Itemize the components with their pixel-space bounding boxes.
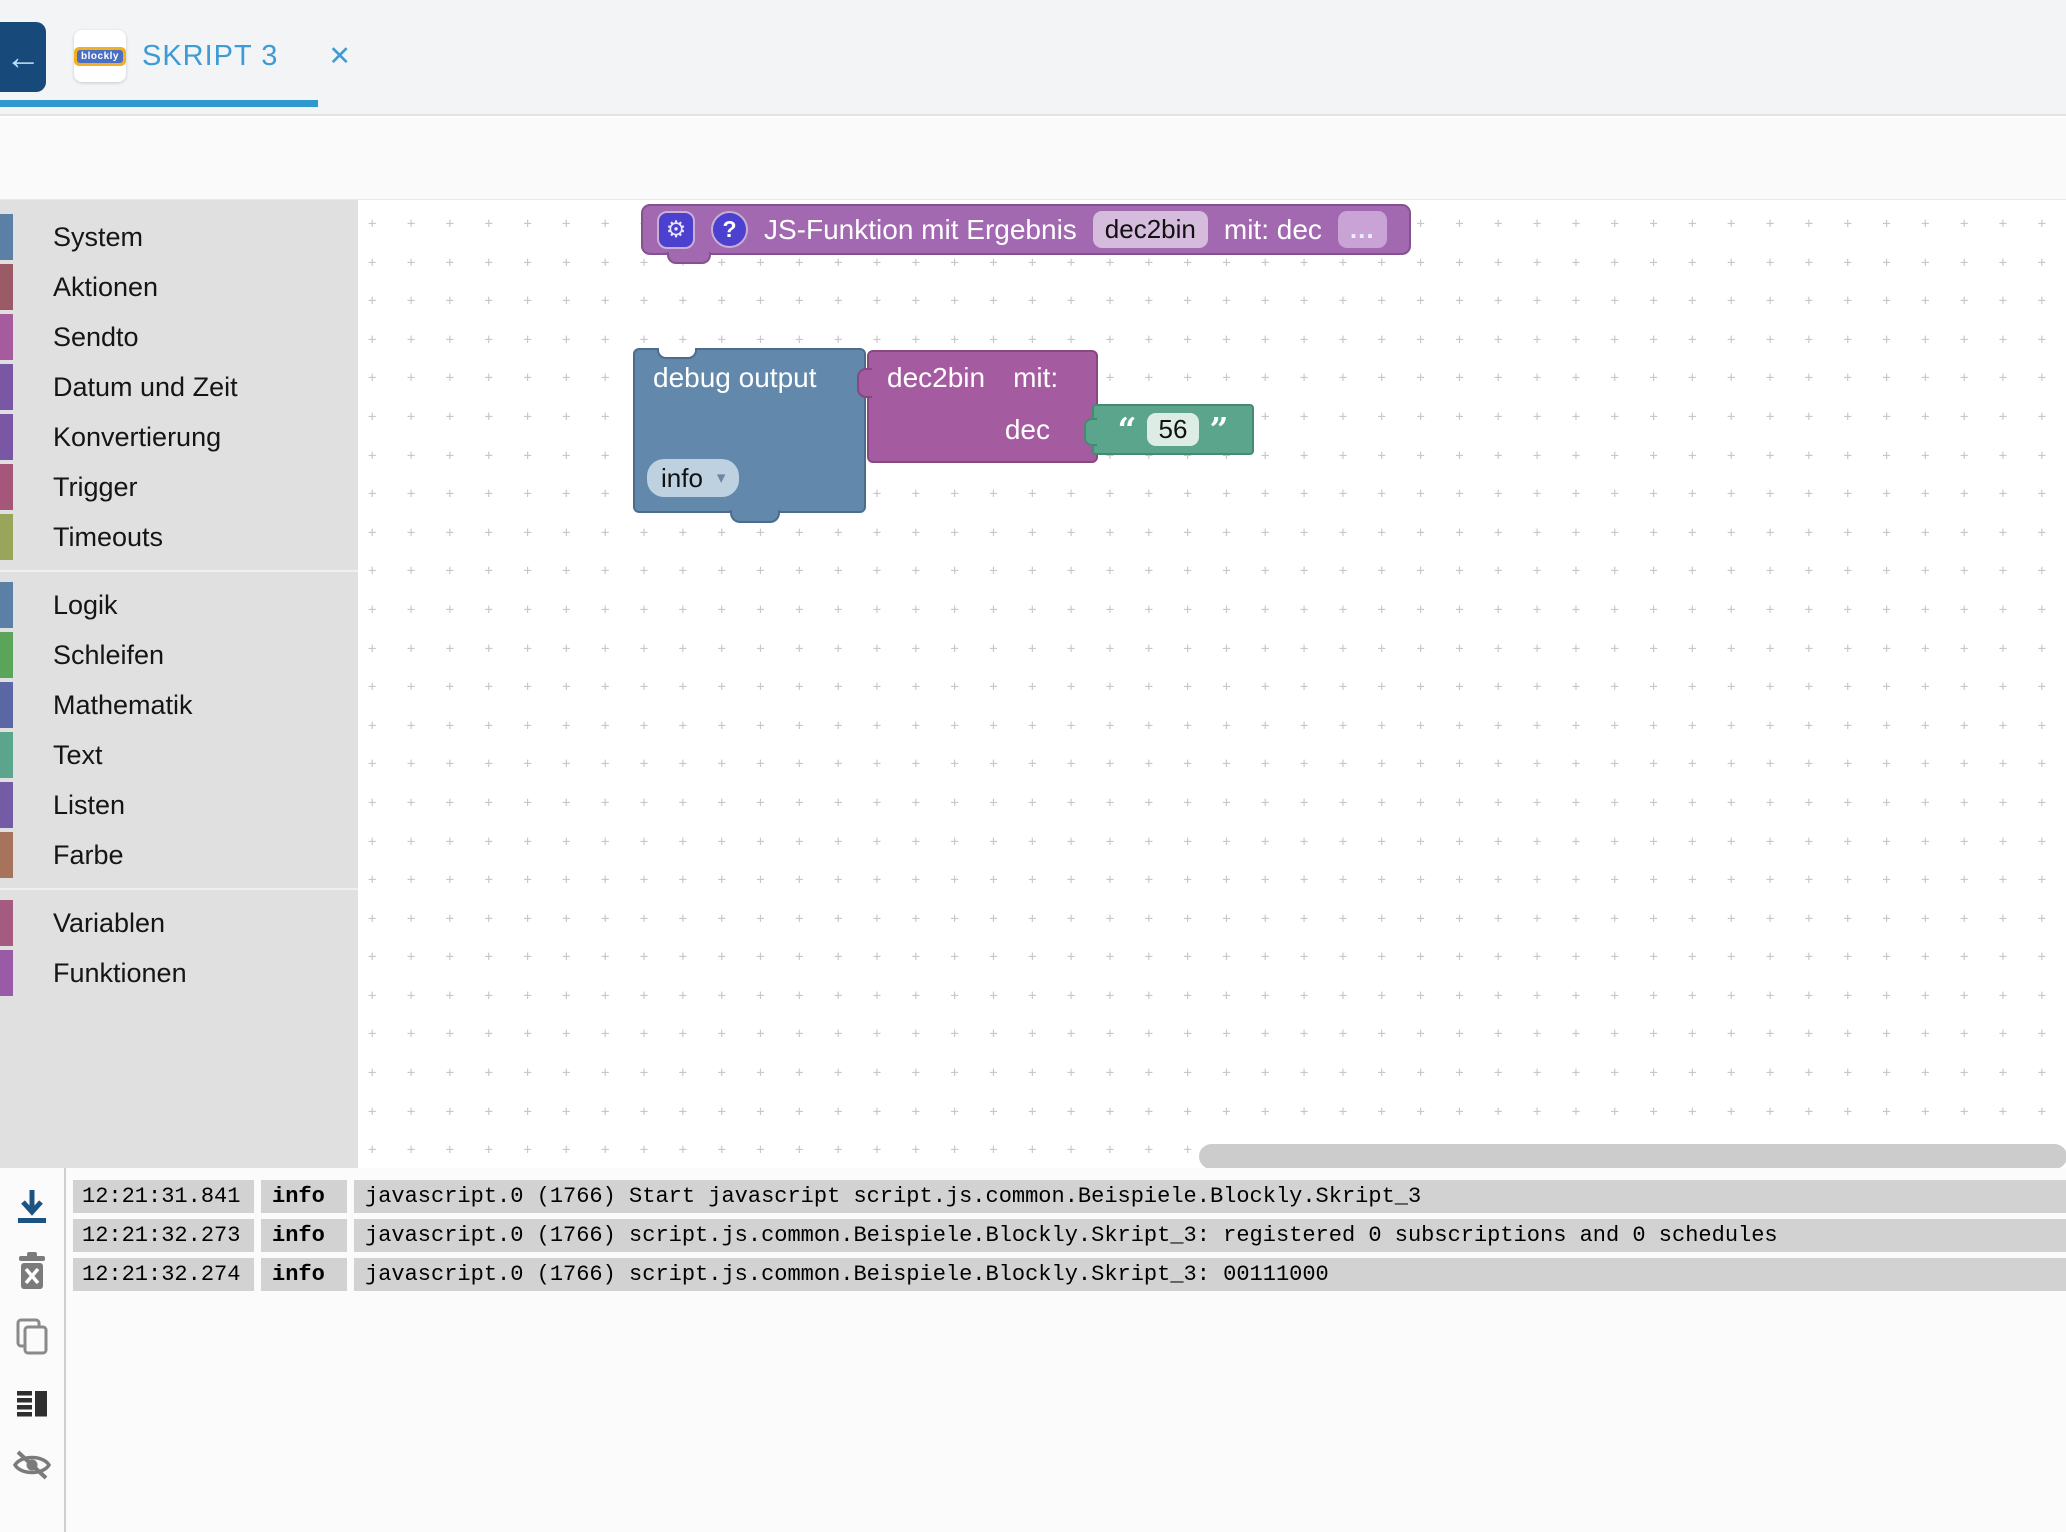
sidebar-item-konvertierung[interactable]: Konvertierung [0,412,358,462]
function-call-block[interactable]: dec2bin mit: dec [857,350,1098,463]
log-toolbar [0,1168,66,1532]
category-color-bar [0,514,13,560]
workspace-grid: ++++++++++++++++++++++++++++++++++++++++… [368,216,2066,1158]
call-block-name: dec2bin [887,362,986,393]
string-value-block[interactable]: “ 56 ” [1084,404,1254,455]
category-color-bar [0,464,13,510]
blockly-workspace[interactable]: ++++++++++++++++++++++++++++++++++++++++… [358,200,2066,1168]
sidebar-item-logik[interactable]: Logik [0,580,358,630]
close-icon[interactable]: ✕ [328,40,352,71]
chevron-down-icon: ▾ [716,468,726,487]
sidebar-item-schleifen[interactable]: Schleifen [0,630,358,680]
hide-icon[interactable] [11,1446,53,1484]
category-label: Schleifen [53,639,165,670]
function-block-label: JS-Funktion mit Ergebnis [764,213,1077,245]
log-level-dropdown[interactable]: info ▾ [647,459,740,497]
log-severity: info [261,1180,347,1213]
debug-output-block[interactable]: debug output info ▾ [633,348,866,523]
category-label: Sendto [53,321,139,352]
category-label: Timeouts [53,521,164,552]
category-color-bar [0,682,13,728]
category-color-bar [0,364,13,410]
category-color-bar [0,214,13,260]
sidebar-item-mathematik[interactable]: Mathematik [0,680,358,730]
open-quote-icon: “ [1117,410,1137,449]
sidebar-item-farbe[interactable]: Farbe [0,830,358,880]
category-color-bar [0,414,13,460]
sidebar-item-timeouts[interactable]: Timeouts [0,512,358,562]
category-color-bar [0,900,13,946]
workspace-toolbar [0,118,2066,298]
category-label: Farbe [53,839,124,870]
log-message: javascript.0 (1766) Start javascript scr… [354,1180,2066,1213]
sidebar-item-aktionen[interactable]: Aktionen [0,262,358,312]
sidebar-item-trigger[interactable]: Trigger [0,462,358,512]
debug-block-label: debug output [653,362,817,393]
category-label: Logik [53,589,118,620]
horizontal-scrollbar[interactable] [1199,1144,2066,1168]
category-label: Funktionen [53,957,187,988]
log-time: 12:21:32.274 [73,1258,254,1291]
category-color-bar [0,950,13,996]
help-icon[interactable]: ? [711,211,748,248]
download-icon[interactable] [13,1186,51,1228]
category-color-bar [0,782,13,828]
split-view-icon[interactable] [13,1384,51,1422]
log-severity: info [261,1258,347,1291]
log-time: 12:21:31.841 [73,1180,254,1213]
category-color-bar [0,264,13,310]
sidebar-item-funktionen[interactable]: Funktionen [0,948,358,998]
category-color-bar [0,732,13,778]
category-separator [0,880,358,898]
category-color-bar [0,582,13,628]
copy-icon[interactable] [13,1316,51,1358]
tab-skript-3[interactable]: blockly SKRIPT 3 ✕ [74,28,351,84]
category-label: Listen [53,789,126,820]
back-button[interactable]: ← [0,22,46,92]
active-tab-indicator [0,100,318,107]
tab-bar: ← blockly SKRIPT 3 ✕ [0,0,2066,116]
function-name-field[interactable]: dec2bin [1092,211,1208,248]
category-color-bar [0,632,13,678]
category-separator [0,562,358,580]
log-message: javascript.0 (1766) script.js.common.Bei… [354,1258,2066,1291]
category-label: Mathematik [53,689,193,720]
sidebar-item-system[interactable]: System [0,212,358,262]
blockly-logo-icon: blockly [74,30,126,82]
sidebar-item-variablen[interactable]: Variablen [0,898,358,948]
category-color-bar [0,314,13,360]
sidebar-item-sendto[interactable]: Sendto [0,312,358,362]
clear-log-icon[interactable] [13,1250,51,1292]
function-definition-block[interactable]: ⚙ ? JS-Funktion mit Ergebnis dec2bin mit… [641,204,1411,264]
log-message: javascript.0 (1766) script.js.common.Bei… [354,1219,2066,1252]
category-label: Datum und Zeit [53,371,238,402]
sidebar-item-listen[interactable]: Listen [0,780,358,830]
category-label: Konvertierung [53,421,222,452]
category-label: System [53,221,144,252]
function-params-label: mit: dec [1223,213,1322,245]
close-quote-icon: ” [1209,410,1229,449]
category-color-bar [0,832,13,878]
category-label: Variablen [53,907,166,938]
tab-title: SKRIPT 3 [142,39,279,72]
sidebar-item-text[interactable]: Text [0,730,358,780]
sidebar-item-datum-und-zeit[interactable]: Datum und Zeit [0,362,358,412]
log-time: 12:21:32.273 [73,1219,254,1252]
call-block-arg-label: dec [1004,414,1050,445]
category-label: Text [53,739,103,770]
category-label: Aktionen [53,271,159,302]
call-block-mit-label: mit: [1013,362,1059,393]
function-body-field[interactable]: ... [1337,211,1387,248]
string-value-field[interactable]: 56 [1146,413,1200,446]
category-label: Trigger [53,471,138,502]
gear-icon[interactable]: ⚙ [657,210,695,249]
log-severity: info [261,1219,347,1252]
log-level-value: info [661,462,703,493]
